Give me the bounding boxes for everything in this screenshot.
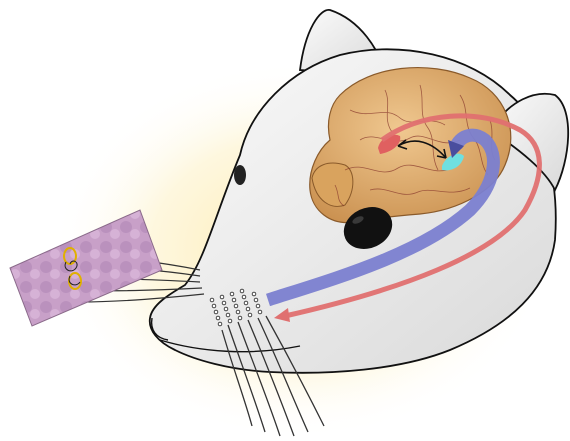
whisker-follicle [214, 310, 218, 314]
whisker-follicle [244, 301, 248, 305]
whisker-follicle [230, 292, 234, 296]
side-eye [234, 165, 246, 185]
whisker-follicle [228, 319, 232, 323]
whisker-follicle [256, 304, 260, 308]
whisker-follicle [212, 304, 216, 308]
whisker-follicle [258, 310, 262, 314]
whisker-follicle [220, 295, 224, 299]
whisker-follicle [216, 316, 220, 320]
whisker-follicle [242, 295, 246, 299]
whisker-follicle [234, 304, 238, 308]
whisker-follicle [224, 307, 228, 311]
whisker-follicle [248, 313, 252, 317]
whisker-follicle [252, 292, 256, 296]
whisker-follicle [232, 298, 236, 302]
whisker-follicle [240, 289, 244, 293]
whisker-follicle [236, 310, 240, 314]
whisker-follicle [238, 316, 242, 320]
whisker-follicle [254, 298, 258, 302]
whisker-follicle [218, 322, 222, 326]
whisker-follicle [226, 313, 230, 317]
whisker-follicle [222, 301, 226, 305]
whisker-follicle [210, 298, 214, 302]
whisker-follicle [246, 307, 250, 311]
